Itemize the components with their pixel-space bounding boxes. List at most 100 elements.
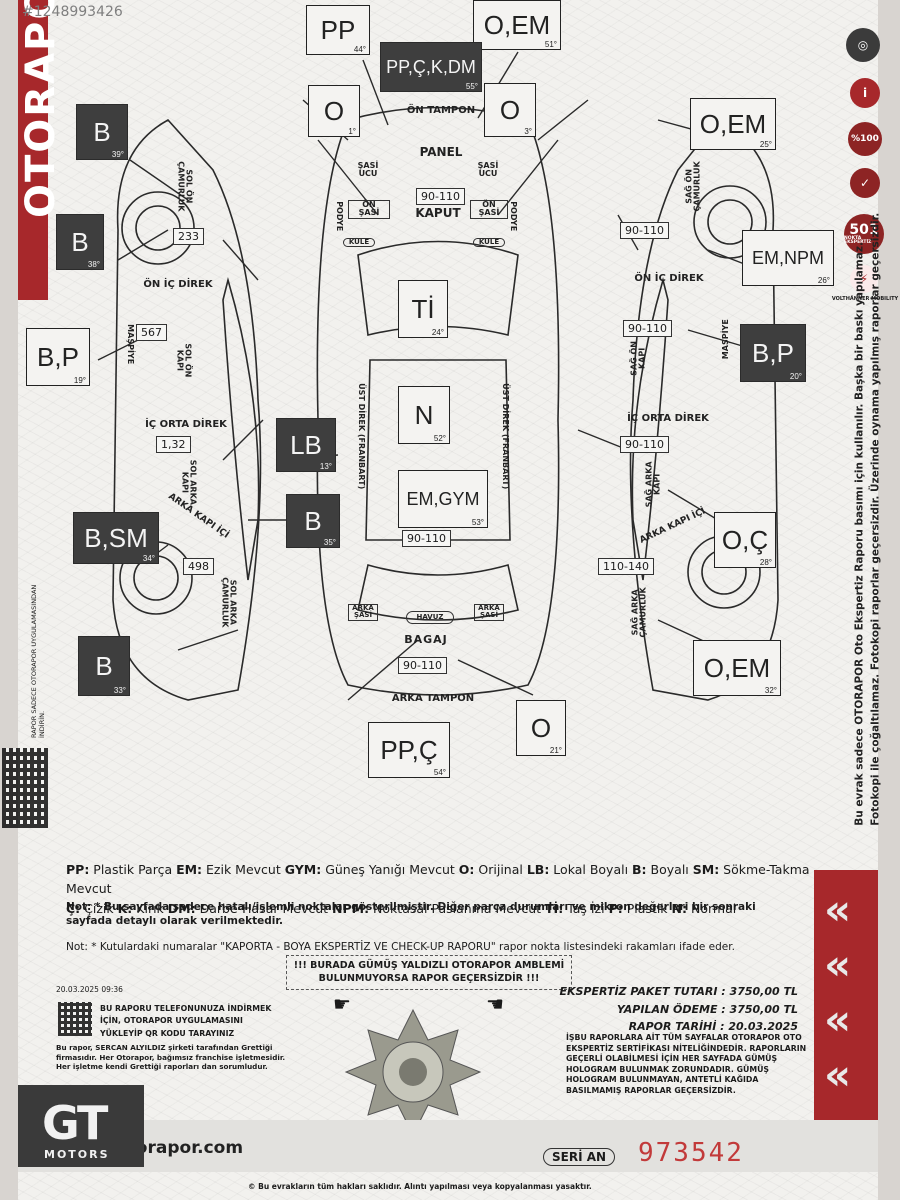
check-shield-icon: ✓ — [850, 168, 880, 198]
micron-hood: 90-110 — [416, 188, 465, 205]
part-kule-right: KULE — [473, 238, 505, 248]
qr-instructions: BU RAPORU TELEFONUNUZA İNDİRMEK İÇİN, OT… — [100, 1004, 272, 1038]
odeme-label: YAPILAN ÖDEME : — [616, 1002, 726, 1016]
part-ic-orta-direk-left: İÇ ORTA DİREK — [145, 419, 227, 430]
paket-value: 3750,00 TL — [729, 985, 798, 998]
legend-line-2: Ç: Çizik K: Kırık DM: Darbe-Hasar Mevcut… — [66, 900, 737, 916]
part-kaput: KAPUT — [415, 206, 461, 220]
paket-label: EKSPERTİZ PAKET TUTARI : — [559, 985, 726, 998]
chevron-ribbon — [814, 870, 878, 1150]
copyright-note: © Bu evrakların tüm hakları saklıdır. Al… — [248, 1182, 592, 1191]
part-ic-orta-direk-right: İÇ ORTA DİREK — [627, 413, 709, 424]
part-podye-right: PODYE — [509, 201, 519, 232]
micron-left-rear-fender: 498 — [183, 558, 214, 575]
right-car-outline — [629, 118, 779, 701]
micron-right-rear-door: 90-110 — [620, 436, 669, 453]
chevron-icon: « — [824, 940, 852, 989]
chevron-icon: « — [824, 995, 852, 1044]
part-sag-arka-kapi: SAĞ ARKA KAPI — [644, 461, 662, 508]
odeme-value: 3750,00 TL — [729, 1002, 798, 1016]
brand-ribbon — [18, 0, 48, 300]
dealer-logo-letters: GT — [42, 1096, 108, 1150]
seri-label: SERİ AN — [543, 1148, 616, 1166]
micron-right-fender: 90-110 — [620, 222, 669, 239]
part-maspiye-right: MAŞPİYE — [720, 319, 730, 360]
micron-left-fender: 233 — [173, 228, 204, 245]
info-icon: i — [850, 78, 880, 108]
part-sol-on-camurluk: SOL ÖN ÇAMURLUK — [176, 161, 194, 212]
roof-panel — [365, 359, 511, 541]
pointing-hand-right-icon: ☛ — [486, 992, 504, 1016]
part-on-ic-direk-right: ÖN İÇ DİREK — [634, 273, 704, 284]
part-sag-arka-camurluk: SAĞ ARKA ÇAMURLUK — [630, 587, 648, 638]
part-podye-left: PODYE — [335, 201, 345, 232]
micron-trunk: 90-110 — [398, 657, 447, 674]
website-link[interactable]: otorapor.com — [116, 1138, 244, 1158]
hologram-star-icon — [344, 1008, 482, 1137]
part-sasi-ucu-right: ŞASİ UCU — [477, 161, 499, 179]
serial-number: 973542 — [638, 1138, 744, 1168]
part-maspiye-left: MAŞPİYE — [126, 324, 136, 365]
tarih-label: RAPOR TARİHİ : — [628, 1020, 725, 1034]
legend: PP: Plastik Parça EM: Ezik Mevcut GYM: G… — [66, 860, 826, 918]
micron-right-rear-fender: 110-140 — [598, 558, 654, 575]
micron-left-rear-door: 1,32 — [156, 436, 191, 453]
part-panel: PANEL — [419, 145, 463, 159]
micron-roof: 90-110 — [402, 530, 451, 547]
certificate-note: İŞBU RAPORLARA AİT TÜM SAYFALAR OTORAPOR… — [566, 1033, 807, 1095]
stock-watermark-id: #1248993426 — [22, 4, 123, 20]
nokta-501-number: 501 — [849, 221, 879, 238]
hologram-warning: !!! BURADA GÜMÜŞ YALDIZLI OTORAPOR AMBLE… — [286, 955, 572, 990]
part-kule-left: KULE — [343, 238, 375, 248]
micron-left-front-door: 567 — [136, 324, 167, 341]
percent-100-badge: %100 — [848, 122, 882, 156]
nokta-501-subtitle: NOKTA EKSPERTİZ — [844, 235, 872, 245]
part-on-ic-direk-left: ÖN İÇ DİREK — [143, 279, 213, 290]
rear-window — [357, 563, 519, 621]
right-car-window — [631, 276, 669, 581]
tarih-value: 20.03.2025 — [728, 1020, 798, 1034]
franchise-note: Bu rapor, SERCAN ALYILDIZ şirketi tarafı… — [56, 1043, 286, 1072]
pointing-hand-left-icon: ☛ — [333, 992, 351, 1016]
left-car-outline — [112, 118, 262, 701]
dealer-logo-motors: MOTORS — [44, 1148, 110, 1161]
micron-right-front-door: 90-110 — [623, 320, 672, 337]
part-on-sasi-left: ÖN ŞASİ — [348, 200, 390, 219]
volthanner-label: VOLTHÄNNER MOBILITY — [831, 296, 899, 302]
part-sag-on-camurluk: SAĞ ÖN ÇAMURLUK — [684, 161, 702, 212]
part-arka-tampon: ARKA TAMPON — [391, 693, 475, 704]
note-1: Not: * Bu sayfada sadece hatalı/işlemli … — [66, 901, 756, 928]
footer-strip — [18, 1120, 878, 1172]
legend-line-1: PP: Plastik Parça EM: Ezik Mevcut GYM: G… — [66, 862, 810, 897]
ekspertiz-seal-icon: ◎ — [846, 28, 880, 62]
part-sol-arka-camurluk: SOL ARKA ÇAMURLUK — [220, 577, 238, 628]
qr-code — [58, 1002, 92, 1036]
dealer-logo — [18, 1085, 144, 1167]
part-arka-sasi-left: ARKA ŞASİ — [348, 604, 378, 621]
payment-totals: EKSPERTİZ PAKET TUTARI : 3750,00 TL YAPI… — [538, 983, 798, 1036]
part-sol-on-kapi: SOL ÖN KAPI — [175, 343, 193, 378]
part-on-sasi-right: ÖN ŞASİ — [470, 200, 508, 219]
